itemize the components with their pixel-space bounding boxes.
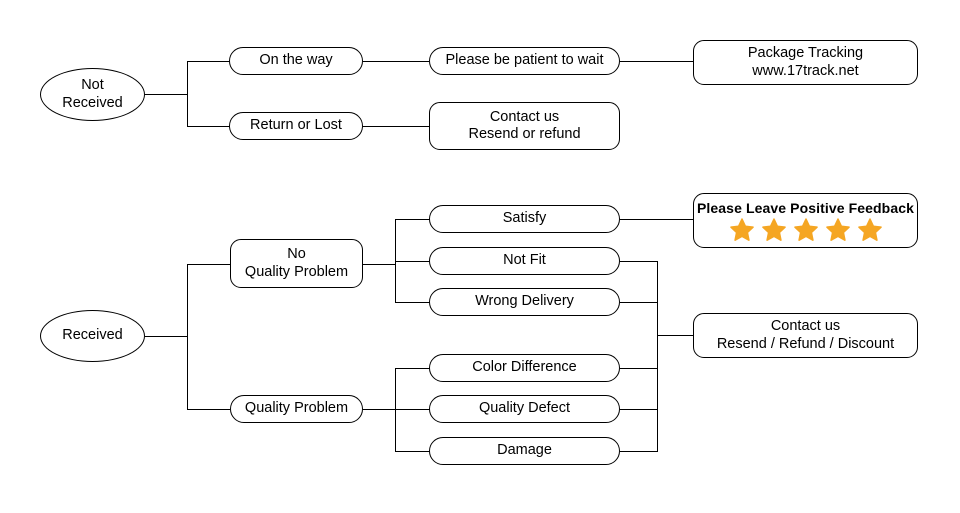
connector-not-fit-merge [620, 261, 658, 262]
connector-to-satisfy [395, 219, 430, 220]
node-contact-us-resend-refund-discount[interactable]: Contact us Resend / Refund / Discount [693, 313, 918, 358]
connector-to-return-or-lost [187, 126, 230, 127]
connector-to-no-quality-problem [187, 264, 230, 265]
node-color-difference[interactable]: Color Difference [429, 354, 620, 382]
node-on-the-way[interactable]: On the way [229, 47, 363, 75]
connector-to-wrong-delivery [395, 302, 430, 303]
connector-quality-problem-stem [363, 409, 396, 410]
connector-wrong-delivery-merge [620, 302, 658, 303]
node-quality-defect[interactable]: Quality Defect [429, 395, 620, 423]
connector-to-quality-defect [395, 409, 430, 410]
connector-not-received-trunk [145, 94, 187, 95]
connector-merge-to-contact-us [657, 335, 693, 336]
star-icon[interactable] [729, 217, 755, 243]
star-icon[interactable] [761, 217, 787, 243]
connector-to-color-difference [395, 368, 430, 369]
connector-color-difference-merge [620, 368, 658, 369]
node-quality-problem[interactable]: Quality Problem [230, 395, 363, 423]
node-not-received[interactable]: Not Received [40, 68, 145, 121]
feedback-card[interactable]: Please Leave Positive Feedback [693, 193, 918, 248]
connector-to-not-fit [395, 261, 430, 262]
node-contact-us-resend-or-refund[interactable]: Contact us Resend or refund [429, 102, 620, 150]
connector-damage-merge [620, 451, 658, 452]
node-damage[interactable]: Damage [429, 437, 620, 465]
feedback-title: Please Leave Positive Feedback [696, 200, 914, 216]
connector-quality-defect-merge [620, 409, 658, 410]
node-satisfy[interactable]: Satisfy [429, 205, 620, 233]
connector-to-quality-problem [187, 409, 230, 410]
connector-satisfy-to-feedback [620, 219, 693, 220]
connector-on-the-way-to-wait [363, 61, 429, 62]
node-wrong-delivery[interactable]: Wrong Delivery [429, 288, 620, 316]
node-received[interactable]: Received [40, 310, 145, 362]
node-not-fit[interactable]: Not Fit [429, 247, 620, 275]
connector-to-damage [395, 451, 430, 452]
connector-to-on-the-way [187, 61, 230, 62]
connector-merge-trunk [657, 261, 658, 452]
star-rating[interactable] [729, 217, 883, 243]
connector-not-received-split [187, 61, 188, 127]
star-icon[interactable] [793, 217, 819, 243]
connector-return-or-lost-to-contact [363, 126, 429, 127]
node-return-or-lost[interactable]: Return or Lost [229, 112, 363, 140]
node-no-quality-problem[interactable]: No Quality Problem [230, 239, 363, 288]
connector-received-trunk [145, 336, 187, 337]
connector-wait-to-package-tracking [620, 61, 693, 62]
node-please-be-patient-to-wait[interactable]: Please be patient to wait [429, 47, 620, 75]
connector-no-quality-problem-stem [363, 264, 396, 265]
connector-received-split [187, 264, 188, 410]
star-icon[interactable] [857, 217, 883, 243]
star-icon[interactable] [825, 217, 851, 243]
node-package-tracking[interactable]: Package Tracking www.17track.net [693, 40, 918, 85]
